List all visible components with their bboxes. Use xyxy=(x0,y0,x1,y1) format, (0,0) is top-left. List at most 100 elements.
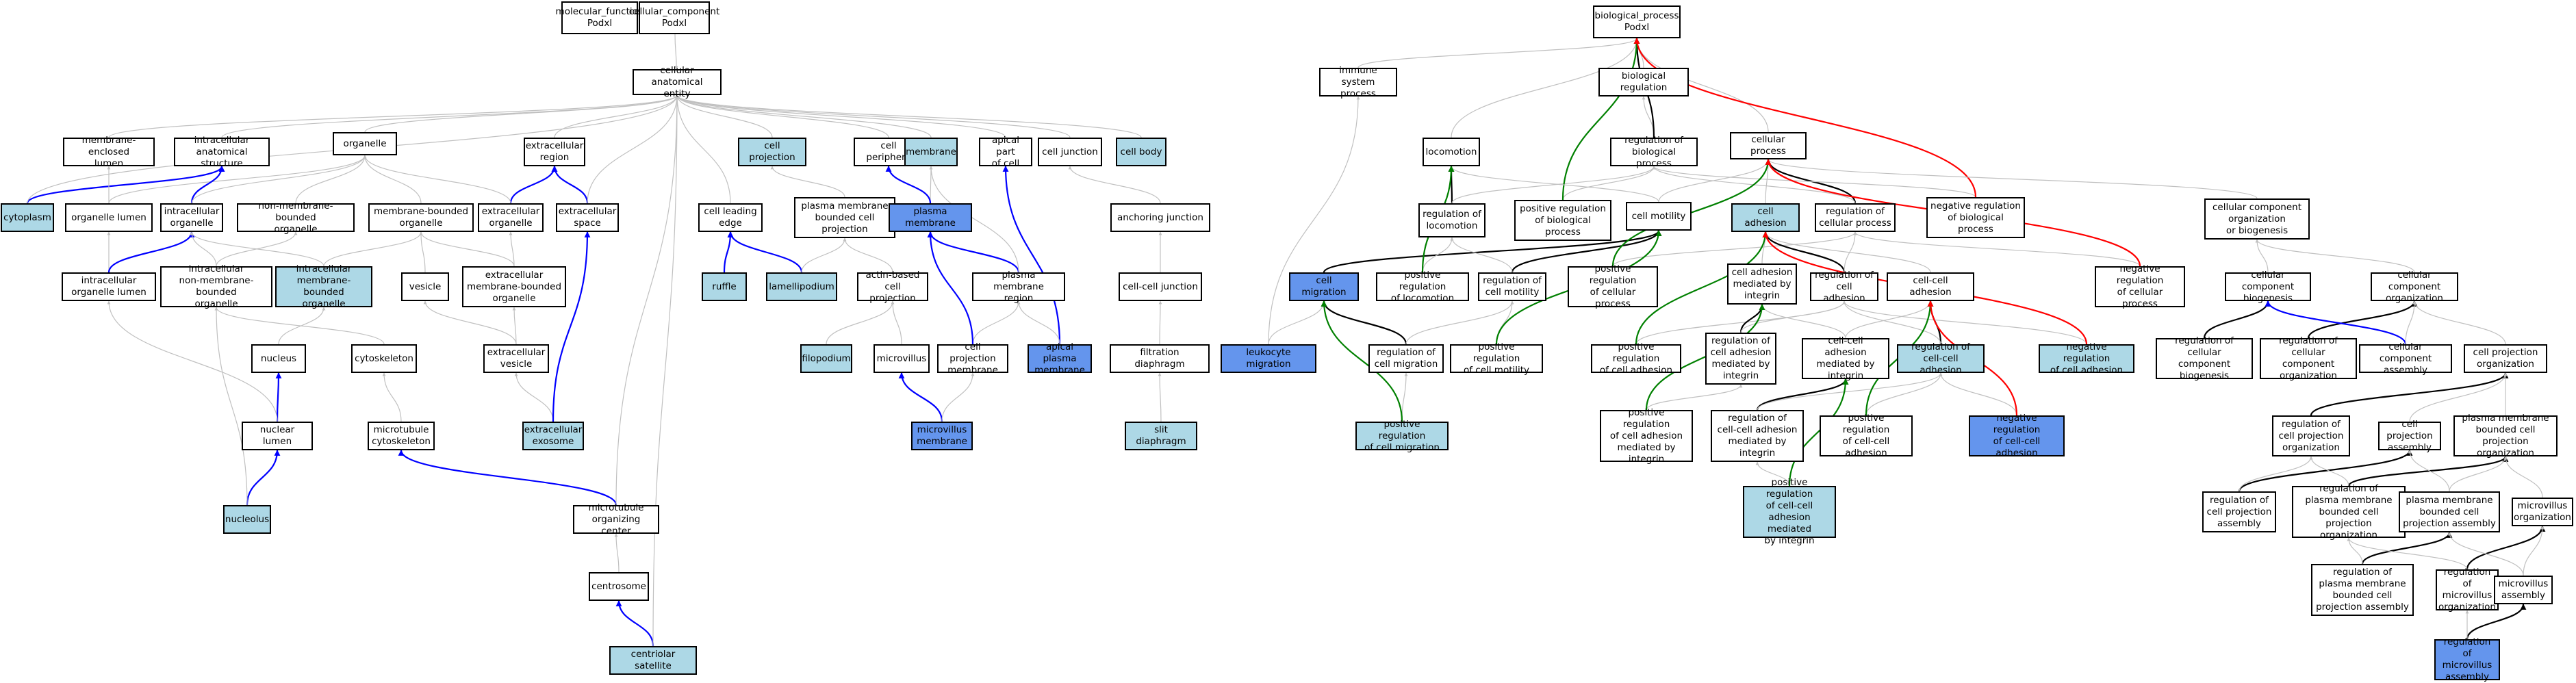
go-term-inmbo[interactable]: intracellular non-membrane-bounded organ… xyxy=(160,263,272,309)
go-term-membrane[interactable]: membrane xyxy=(904,138,958,166)
go-term-ias[interactable]: intracellular anatomical structure xyxy=(174,135,270,169)
go-term-prccadh[interactable]: positive regulation of cell-cell adhesio… xyxy=(1820,413,1913,459)
go-term-rcco[interactable]: regulation of cellular component organiz… xyxy=(2260,335,2357,381)
go-term-mbo[interactable]: membrane-bounded organelle xyxy=(368,203,474,232)
go-term-organelle[interactable]: organelle xyxy=(333,132,397,155)
go-term-rcamint[interactable]: regulation of cell adhesion mediated by … xyxy=(1705,333,1776,385)
go-term-pmbcpa[interactable]: plasma membrane bounded cell projection … xyxy=(2399,491,2500,532)
go-term-filop[interactable]: filopodium xyxy=(800,344,852,373)
go-term-locomotion[interactable]: locomotion xyxy=(1423,138,1480,166)
go-term-ruffle[interactable]: ruffle xyxy=(702,272,747,301)
go-term-bioreg[interactable]: biological regulation xyxy=(1598,68,1689,96)
go-term-rccamint[interactable]: regulation of cell-cell adhesion mediate… xyxy=(1711,410,1804,462)
go-term-slit[interactable]: slit diaphragm xyxy=(1125,422,1197,450)
go-term-migration[interactable]: cell migration xyxy=(1289,272,1359,301)
go-term-cpa[interactable]: cell projection assembly xyxy=(2378,419,2441,453)
go-term-motility[interactable]: cell motility xyxy=(1626,202,1692,231)
go-term-rmva[interactable]: regulation of microvillus assembly xyxy=(2434,636,2500,682)
go-term-extorg[interactable]: extracellular organelle xyxy=(478,203,544,232)
go-term-cellproj[interactable]: cell projection xyxy=(738,138,806,166)
go-term-cytoplasm[interactable]: cytoplasm xyxy=(1,203,54,232)
go-term-cytoskel[interactable]: cytoskeleton xyxy=(351,344,417,373)
go-term-rcp[interactable]: regulation of cellular process xyxy=(1815,203,1896,232)
go-term-cc[interactable]: cellular_component Podxl xyxy=(629,1,719,34)
go-term-imbo[interactable]: intracellular membrane-bounded organelle xyxy=(275,263,372,309)
go-term-ccj[interactable]: cell-cell junction xyxy=(1119,272,1202,301)
go-term-cellproc[interactable]: cellular process xyxy=(1730,132,1807,159)
go-term-mtcyto[interactable]: microtubule cytoskeleton xyxy=(368,422,435,450)
go-term-nrccadh[interactable]: negative regulation of cell-cell adhesio… xyxy=(1969,413,2065,459)
go-term-rmot[interactable]: regulation of cell motility xyxy=(1478,272,1546,301)
go-term-cpm[interactable]: cell projection membrane xyxy=(937,342,1008,376)
go-term-pmr[interactable]: plasma membrane region xyxy=(972,270,1065,304)
go-term-nucleolus[interactable]: nucleolus xyxy=(223,505,271,534)
go-term-celladh[interactable]: cell adhesion xyxy=(1731,203,1800,232)
go-term-leuko[interactable]: leukocyte migration xyxy=(1221,344,1316,373)
go-term-prcp[interactable]: positive regulation of cellular process xyxy=(1568,263,1658,309)
go-term-mf[interactable]: molecular_function Podxl xyxy=(556,1,643,34)
go-term-anchor[interactable]: anchoring junction xyxy=(1110,203,1210,232)
go-term-mvm[interactable]: microvillus membrane xyxy=(911,422,973,450)
go-term-extspace[interactable]: extracellular space xyxy=(556,203,619,232)
go-term-nrbp[interactable]: negative regulation of biological proces… xyxy=(1926,197,2025,238)
go-term-bp[interactable]: biological_process Podxl xyxy=(1593,5,1681,38)
go-term-mva[interactable]: microvillus assembly xyxy=(2494,576,2553,604)
go-term-mel[interactable]: membrane-enclosed lumen xyxy=(63,135,155,169)
go-term-rccb[interactable]: regulation of cellular component biogene… xyxy=(2156,335,2253,381)
go-term-junction[interactable]: cell junction xyxy=(1038,138,1102,166)
go-term-pmbcp[interactable]: plasma membrane bounded cell projection xyxy=(794,197,895,238)
go-term-mvo[interactable]: microvillus organization xyxy=(2512,498,2573,526)
go-term-cca[interactable]: cellular component assembly xyxy=(2359,342,2452,376)
go-term-vesicle[interactable]: vesicle xyxy=(401,272,449,301)
go-term-rpmbcpa[interactable]: regulation of plasma membrane bounded ce… xyxy=(2311,564,2414,616)
go-term-rccadh[interactable]: regulation of cell-cell adhesion xyxy=(1897,342,1985,376)
go-term-prmig[interactable]: positive regulation of cell migration xyxy=(1355,419,1449,453)
go-term-intorg[interactable]: intracellular organelle xyxy=(160,203,223,232)
go-term-exosome[interactable]: extracellular exosome xyxy=(522,422,584,450)
go-term-ccamint[interactable]: cell-cell adhesion mediated by integrin xyxy=(1802,335,1889,381)
go-term-rbp[interactable]: regulation of biological process xyxy=(1610,135,1698,169)
go-term-prloco[interactable]: positive regulation of locomotion xyxy=(1376,270,1469,304)
go-term-mtoc[interactable]: microtubule organizing center xyxy=(573,502,659,537)
go-term-apm[interactable]: apical plasma membrane xyxy=(1028,342,1092,376)
go-term-rcpo[interactable]: regulation of cell projection organizati… xyxy=(2272,415,2350,456)
go-term-filtdia[interactable]: filtration diaphragm xyxy=(1110,344,1210,373)
go-term-nradh[interactable]: negative regulation of cell adhesion xyxy=(2039,342,2134,376)
go-term-immune[interactable]: immune system process xyxy=(1319,65,1397,99)
go-term-nuclumen[interactable]: nuclear lumen xyxy=(242,422,313,450)
go-term-leadedge[interactable]: cell leading edge xyxy=(698,203,763,232)
go-term-abcp[interactable]: actin-based cell projection xyxy=(857,270,928,304)
go-term-pradh[interactable]: positive regulation of cell adhesion xyxy=(1591,342,1681,376)
go-term-cco[interactable]: cellular component organization xyxy=(2371,270,2458,304)
go-term-rpmbcpo[interactable]: regulation of plasma membrane bounded ce… xyxy=(2292,483,2406,541)
go-term-rcadh[interactable]: regulation of cell adhesion xyxy=(1810,270,1878,304)
go-term-orglumen[interactable]: organelle lumen xyxy=(65,203,153,232)
go-term-centsat[interactable]: centriolar satellite xyxy=(609,646,697,675)
go-term-regloco[interactable]: regulation of locomotion xyxy=(1418,203,1485,237)
go-term-extreg[interactable]: extracellular region xyxy=(524,138,585,166)
go-term-extves[interactable]: extracellular vesicle xyxy=(483,344,549,373)
go-term-embo[interactable]: extracellular membrane-bounded organelle xyxy=(462,266,566,307)
go-term-nucleus[interactable]: nucleus xyxy=(251,344,306,373)
go-term-cpo[interactable]: cell projection organization xyxy=(2464,344,2547,373)
go-term-apical[interactable]: apical part of cell xyxy=(979,135,1032,169)
go-term-centrosome[interactable]: centrosome xyxy=(589,572,649,601)
go-term-cae[interactable]: cellular anatomical entity xyxy=(633,65,722,99)
go-term-iol[interactable]: intracellular organelle lumen xyxy=(62,272,156,301)
go-term-rcpa[interactable]: regulation of cell projection assembly xyxy=(2202,491,2276,532)
go-term-ccadh[interactable]: cell-cell adhesion xyxy=(1887,272,1974,301)
go-term-nmbo[interactable]: non-membrane-bounded organelle xyxy=(237,201,355,235)
go-term-rmig[interactable]: regulation of cell migration xyxy=(1368,344,1444,373)
go-term-lamelli[interactable]: lamellipodium xyxy=(766,272,837,301)
go-term-prmot[interactable]: positive regulation of cell motility xyxy=(1450,342,1543,376)
go-term-body[interactable]: cell body xyxy=(1116,138,1166,166)
go-term-prccamint[interactable]: positive regulation of cell-cell adhesio… xyxy=(1743,477,1836,546)
go-term-microv[interactable]: microvillus xyxy=(873,344,930,373)
go-term-ccob[interactable]: cellular component organization or bioge… xyxy=(2204,198,2310,240)
go-term-camint[interactable]: cell adhesion mediated by integrin xyxy=(1727,263,1797,305)
go-term-pm[interactable]: plasma membrane xyxy=(889,203,972,232)
go-term-prbp[interactable]: positive regulation of biological proces… xyxy=(1514,200,1611,241)
go-term-prcamint[interactable]: positive regulation of cell adhesion med… xyxy=(1600,407,1693,465)
go-term-ccb[interactable]: cellular component biogenesis xyxy=(2225,270,2311,304)
go-term-pmbcpo[interactable]: plasma membrane bounded cell projection … xyxy=(2453,413,2558,459)
